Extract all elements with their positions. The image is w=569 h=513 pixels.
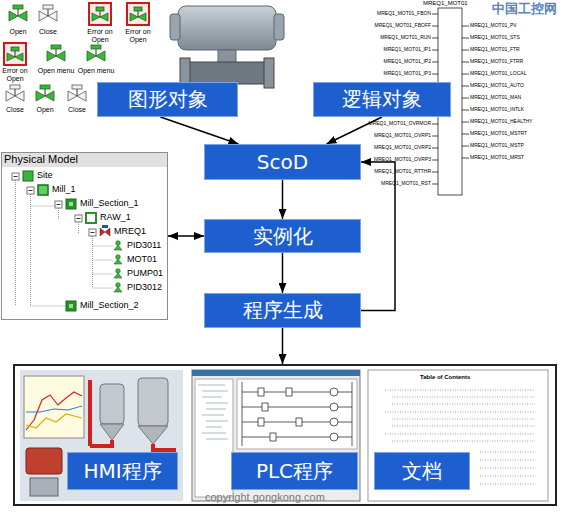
signal-name: MREQ1_MOT01_OVRP3 (374, 157, 431, 163)
signal-name: MREQ1_MOT01_OVRP1 (374, 133, 431, 139)
box-label: 文档 (402, 458, 442, 485)
valve-state-label: Error on Open (123, 28, 153, 44)
valve-state-label: Error on Open (85, 28, 115, 44)
signal-name: MREQ1_MOT01_AUTO (470, 83, 524, 89)
output-box: HMI程序 (67, 452, 178, 490)
box-label: Physical Model (4, 153, 78, 166)
signal-name: MREQ1_MOT01_FBOFF (375, 23, 431, 29)
box-label: PLC程序 (256, 458, 333, 485)
tree-item: Mill_Section_1 (80, 198, 139, 208)
signal-name: MREQ1_MOT01_INTLK (470, 107, 524, 113)
valve-photo (170, 6, 284, 88)
tree-item: PUMP01 (127, 268, 163, 278)
signal-name: MREQ1_MOT01_FBON (377, 11, 431, 17)
valve-state-label: Close (33, 28, 63, 36)
logic-object-box: 逻辑对象 (313, 82, 451, 117)
tree-item: PID3012 (127, 282, 162, 292)
signal-name: MREQ1_MOT01_RST (381, 181, 431, 187)
tree-item: PID3011 (127, 240, 161, 250)
output-arrow (282, 328, 284, 364)
signal-name: MREQ1_MOT01_IP1 (383, 47, 431, 53)
signal-name: MREQ1_MOT01_IP3 (383, 71, 431, 77)
signal-name: MREQ1_MOT01_FTR (470, 47, 520, 53)
tree-item: MOT01 (127, 254, 157, 264)
valve-state-label: Open (30, 106, 60, 114)
block-name: MREQ1_MOT01 (423, 0, 468, 7)
process-box: 程序生成 (204, 293, 361, 328)
box-label: 图形对象 (128, 86, 208, 113)
tree-item: Mill_Section_2 (80, 300, 139, 310)
tree-panel (2, 153, 168, 320)
document-heading: Table of Contents (420, 374, 470, 381)
signal-name: MREQ1_MOT01_FTRR (470, 59, 523, 65)
process-box: 实例化 (204, 219, 361, 253)
tree-item: MREQ1 (114, 226, 146, 236)
signal-name: MREQ1_MOT01_OVRMOR (368, 121, 431, 127)
hmi-screenshot (20, 370, 183, 501)
tree-item: RAW_1 (100, 212, 131, 222)
process-box: ScoD (204, 144, 361, 180)
watermark: 中国工控网 (492, 2, 557, 17)
tree-item: Mill_1 (52, 184, 76, 194)
output-box: PLC程序 (231, 452, 358, 490)
plc-screenshot (192, 370, 360, 501)
box-label: ScoD (257, 150, 308, 174)
box-label: HMI程序 (83, 458, 161, 485)
signal-name: MREQ1_MOT01_MSTRT (470, 131, 527, 137)
valve-state-label: Open menu (36, 67, 76, 75)
box-label: 程序生成 (243, 297, 323, 324)
flow-arrow (160, 117, 238, 144)
graphic-object-box: 图形对象 (97, 82, 238, 117)
signal-name: MREQ1_MOT01_MSTP (470, 143, 524, 149)
flow-arrow (168, 235, 204, 237)
signal-name: MREQ1_MOT01_STS (470, 35, 520, 41)
signal-name: MREQ1_MOT01_HEALTHY (470, 119, 533, 125)
valve-state-label: Close (62, 106, 92, 114)
output-box: 文档 (374, 452, 470, 490)
watermark: copyright gongkong.com (205, 491, 325, 504)
valve-state-label: Open menu (76, 67, 116, 75)
signal-name: MREQ1_MOT01_MAN (470, 95, 521, 101)
document-screenshot (368, 370, 548, 501)
signal-name: MREQ1_MOT01_RUN (380, 35, 431, 41)
result-frame (14, 365, 556, 505)
signal-name: MREQ1_MOT01_PV (470, 23, 517, 29)
box-label: 实例化 (253, 223, 313, 250)
valve-state-label: Close (0, 106, 30, 114)
signal-name: MREQ1_MOT01_LOCAL (470, 71, 526, 77)
flow-arrow (282, 180, 284, 219)
tree-panel-box: Physical ModelSiteMill_1Mill_Section_1RA… (1, 152, 168, 320)
tree-item: Site (37, 170, 53, 180)
signal-name: MREQ1_MOT01_OVRP2 (374, 145, 431, 151)
valve-state-label: Open (3, 28, 33, 36)
valve-state-label: Error on Open (0, 67, 30, 83)
signal-name: MREQ1_MOT01_IP2 (383, 59, 431, 65)
signal-name: MREQ1_MOT01_MRST (470, 155, 524, 161)
box-label: 逻辑对象 (342, 86, 422, 113)
signal-name: MREQ1_MOT01_RTTHR (374, 169, 431, 175)
flow-arrow (282, 253, 284, 293)
